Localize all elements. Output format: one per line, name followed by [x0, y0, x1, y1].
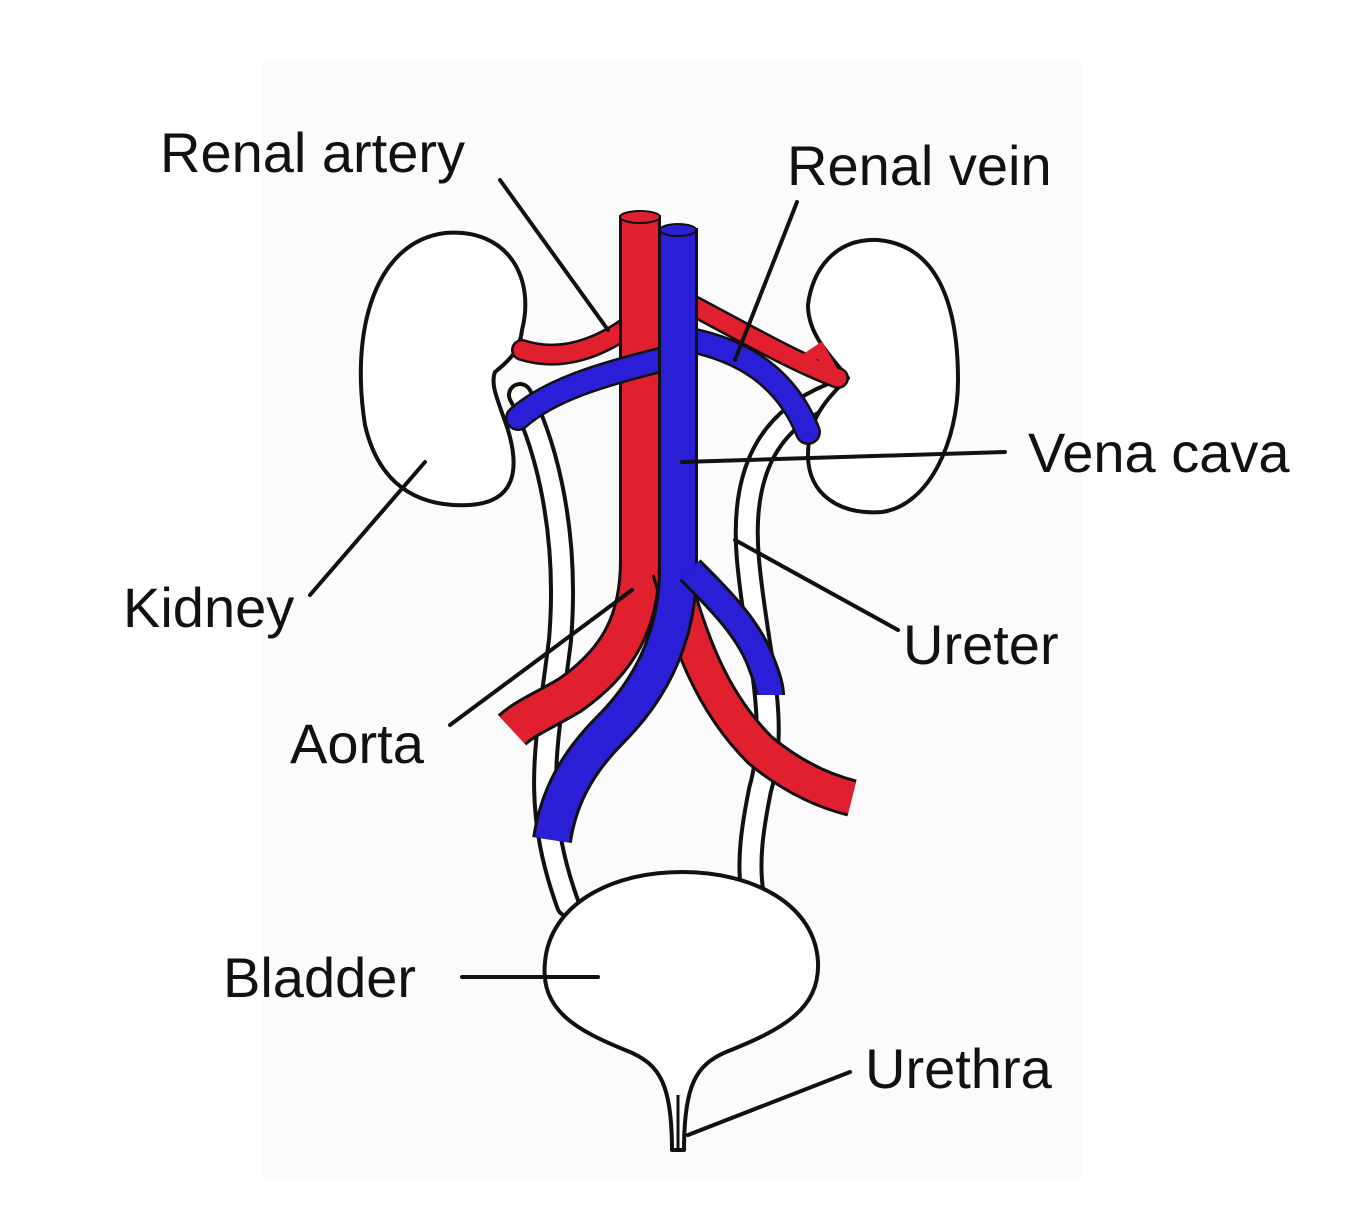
leader-ureter: [733, 538, 900, 632]
vena-cava: [532, 223, 785, 844]
leader-kidney: [308, 460, 427, 597]
label-ureter: Ureter: [903, 613, 1059, 676]
leader-aorta: [448, 588, 634, 727]
renal-vein-right: [677, 327, 821, 445]
leader-urethra: [686, 1070, 852, 1137]
kidney-right: [806, 237, 960, 515]
label-vena-cava: Vena cava: [1028, 421, 1290, 484]
label-urethra: Urethra: [865, 1037, 1053, 1100]
leader-vena-cava: [680, 450, 1007, 464]
label-bladder: Bladder: [223, 946, 416, 1009]
label-renal-artery: Renal artery: [160, 121, 465, 184]
label-renal-vein: Renal vein: [787, 134, 1052, 197]
renal-vein-left: [505, 347, 673, 431]
kidney-left: [358, 230, 528, 508]
leader-renal-vein: [733, 200, 799, 362]
renal-artery-right: [671, 289, 849, 389]
label-aorta: Aorta: [290, 712, 425, 775]
leader-renal-artery: [498, 178, 610, 332]
label-kidney: Kidney: [123, 576, 294, 639]
